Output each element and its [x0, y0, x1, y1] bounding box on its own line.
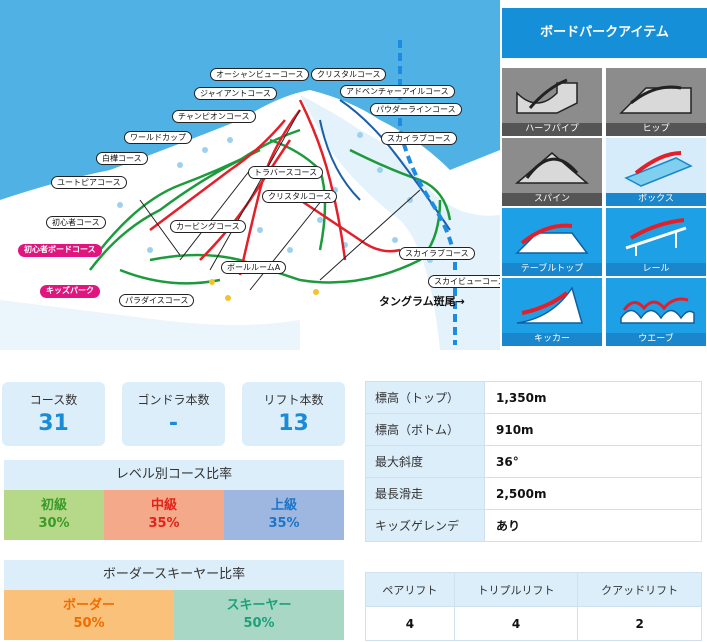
direction-to-tangram: タングラム斑尾→ — [379, 295, 465, 308]
kicker-icon — [516, 286, 583, 324]
lift-type-header: ペアリフト — [365, 572, 455, 607]
course-label-crystal-mid: クリスタルコース — [262, 190, 338, 203]
box-icon — [624, 151, 693, 187]
rider-boarder-value: 50% — [73, 616, 105, 631]
level-intermediate-value: 35% — [148, 516, 180, 531]
level-advanced-value: 35% — [268, 516, 300, 531]
stat-label: ゴンドラ本数 — [137, 393, 210, 407]
lift-type-header: トリプルリフト — [453, 572, 579, 607]
course-label-carving: カービングコース — [170, 220, 246, 233]
level-advanced-label: 上級 — [270, 498, 297, 513]
level-intermediate: 中級 35% — [104, 490, 224, 540]
wave-icon — [620, 297, 695, 324]
level-advanced: 上級 35% — [224, 490, 344, 540]
stat-lift-count: リフト本数 13 — [242, 382, 345, 446]
hip-icon — [619, 85, 692, 114]
course-label-ocean-view: オーシャンビューコース — [210, 68, 310, 81]
table-row: キッズゲレンデ あり — [365, 509, 702, 542]
info-key: 最大斜度 — [365, 445, 485, 478]
stat-value: - — [168, 411, 179, 436]
lift-type-value: 2 — [577, 606, 702, 641]
info-key: 最長滑走 — [365, 477, 485, 510]
course-label-beginner: 初心者コース — [46, 216, 106, 229]
halfpipe-icon — [516, 78, 578, 114]
course-label-utopia: ユートピアコース — [51, 176, 127, 189]
level-intermediate-label: 中級 — [150, 498, 177, 513]
board-park-items-panel: ボードパークアイテム ハーフパイプ ヒップ スパイン ボックス — [502, 0, 707, 350]
course-label-giant: ジャイアントコース — [194, 87, 277, 100]
table-row: 最長滑走 2,500m — [365, 477, 702, 510]
park-item-hip: ヒップ — [606, 68, 706, 136]
table-row: 標高（ボトム） 910m — [365, 413, 702, 446]
beginner-board-course-label: 初心者ボードコース — [18, 244, 102, 257]
park-item-label: スパイン — [502, 193, 602, 206]
rider-skier: スキーヤー 50% — [174, 590, 344, 640]
kids-park-label: キッズパーク — [40, 285, 100, 298]
rider-boarder: ボーダー 50% — [4, 590, 174, 640]
park-item-rail: レール — [606, 208, 706, 276]
rail-icon — [625, 218, 687, 256]
level-ratio-title: レベル別コース比率 — [4, 460, 344, 490]
course-label-ballroom-a: ボールルームA — [221, 261, 287, 274]
level-beginner-label: 初級 — [40, 498, 67, 513]
park-item-kicker: キッカー — [502, 278, 602, 346]
tabletop-icon — [515, 223, 589, 254]
rider-boarder-label: ボーダー — [62, 598, 115, 613]
park-item-box: ボックス — [606, 138, 706, 206]
course-label-champion: チャンピオンコース — [172, 110, 256, 123]
info-key: 標高（トップ） — [365, 381, 485, 414]
course-label-traverse: トラバースコース — [248, 166, 324, 179]
course-label-world-cup: ワールドカップ — [124, 131, 192, 144]
info-key: 標高（ボトム） — [365, 413, 485, 446]
course-label-powder-line: パウダーラインコース — [370, 103, 462, 116]
stat-course-count: コース数 31 — [2, 382, 105, 446]
park-item-spine: スパイン — [502, 138, 602, 206]
table-row: 最大斜度 36° — [365, 445, 702, 478]
rider-ratio-title: ボーダースキーヤー比率 — [4, 560, 344, 590]
info-value: 1,350m — [484, 381, 702, 414]
park-item-halfpipe: ハーフパイプ — [502, 68, 602, 136]
park-item-label: キッカー — [502, 333, 602, 346]
table-row: 標高（トップ） 1,350m — [365, 381, 702, 414]
course-label-skyview: スカイビューコース — [428, 275, 500, 288]
park-item-label: ヒップ — [606, 123, 706, 136]
info-value: 36° — [484, 445, 702, 478]
park-item-label: ボックス — [606, 193, 706, 206]
park-item-label: ウエーブ — [606, 333, 706, 346]
course-label-shirakaba: 白樺コース — [96, 152, 148, 165]
stat-gondola-count: ゴンドラ本数 - — [122, 382, 225, 446]
park-item-label: ハーフパイプ — [502, 123, 602, 136]
park-item-wave: ウエーブ — [606, 278, 706, 346]
lift-type-value: 4 — [365, 606, 455, 641]
park-item-label: テーブルトップ — [502, 263, 602, 276]
rider-skier-value: 50% — [243, 616, 275, 631]
stat-label: リフト本数 — [263, 393, 324, 407]
rider-skier-label: スキーヤー — [226, 598, 292, 613]
info-value: 2,500m — [484, 477, 702, 510]
table-header-row: ペアリフト トリプルリフト クアッドリフト — [365, 572, 702, 607]
resort-info-table: 標高（トップ） 1,350m 標高（ボトム） 910m 最大斜度 36° 最長滑… — [365, 381, 702, 542]
board-park-title: ボードパークアイテム — [502, 8, 707, 58]
info-value: あり — [484, 509, 702, 542]
park-item-tabletop: テーブルトップ — [502, 208, 602, 276]
level-beginner-value: 30% — [38, 516, 70, 531]
course-label-adventure-isle: アドベンチャーアイルコース — [340, 85, 455, 98]
course-label-paradise: パラダイスコース — [119, 294, 195, 307]
spine-icon — [514, 152, 590, 184]
course-label-skylab-top: スカイラブコース — [381, 132, 457, 145]
trail-map: オーシャンビューコース クリスタルコース ジャイアントコース アドベンチャーアイ… — [0, 0, 500, 350]
stat-value: 13 — [278, 411, 309, 436]
course-label-crystal-top: クリスタルコース — [311, 68, 387, 81]
lift-type-value: 4 — [453, 606, 579, 641]
table-row: 4 4 2 — [365, 606, 702, 641]
info-key: キッズゲレンデ — [365, 509, 485, 542]
lift-type-table: ペアリフト トリプルリフト クアッドリフト 4 4 2 — [365, 572, 702, 641]
course-label-skylab-low: スカイラブコース — [399, 247, 475, 260]
stat-value: 31 — [38, 411, 69, 436]
park-item-label: レール — [606, 263, 706, 276]
level-beginner: 初級 30% — [4, 490, 104, 540]
info-value: 910m — [484, 413, 702, 446]
lift-type-header: クアッドリフト — [577, 572, 702, 607]
stat-label: コース数 — [29, 393, 78, 407]
